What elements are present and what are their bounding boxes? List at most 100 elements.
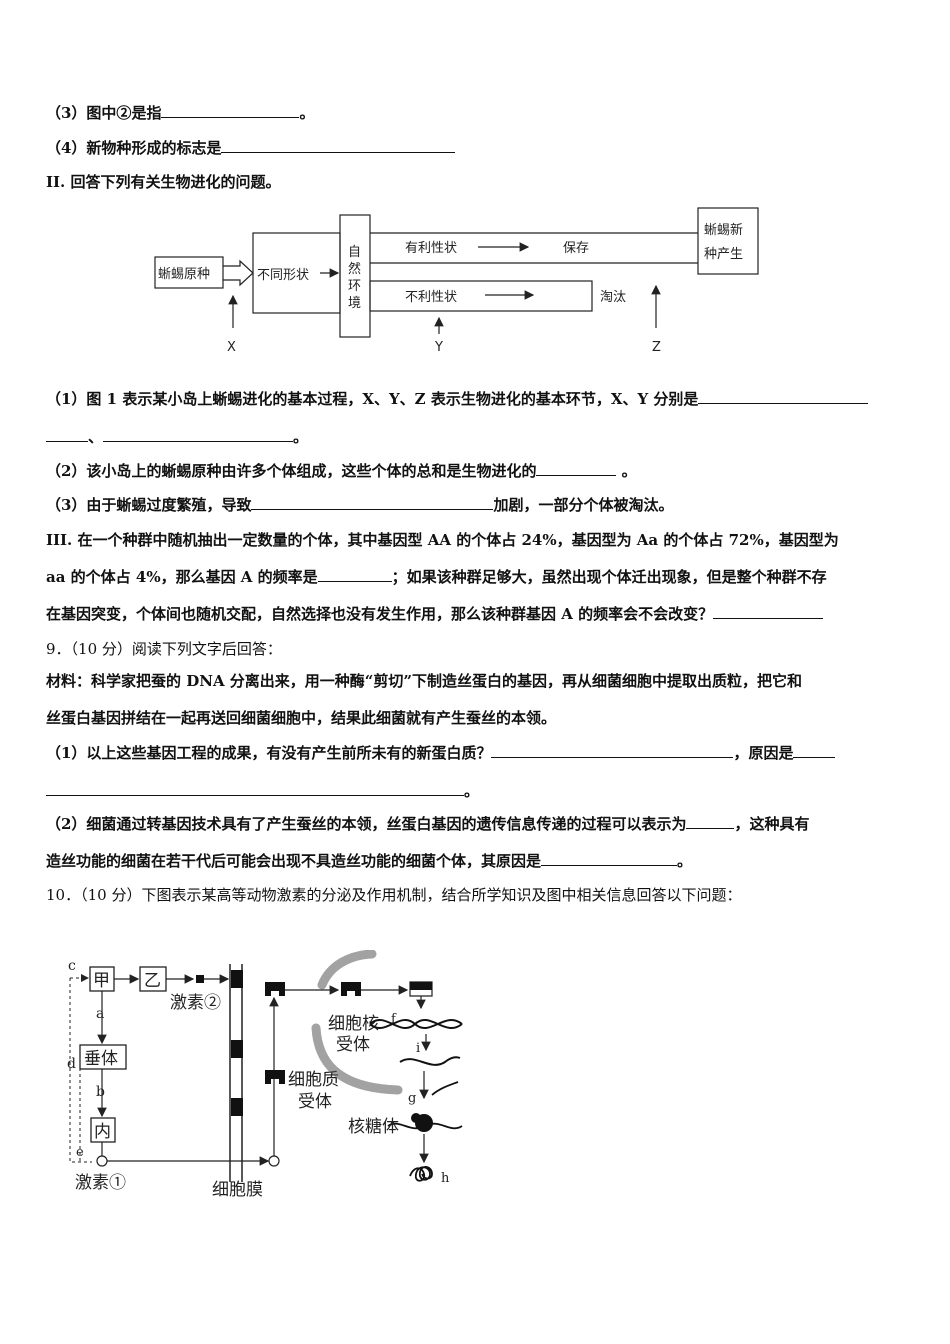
answer-blank[interactable] (161, 103, 300, 118)
cyto-receptor (265, 982, 285, 996)
hormone2-label: 激素② (170, 993, 221, 1013)
lower-box (369, 280, 593, 312)
q9-3-text: 造丝功能的细菌在若干代后可能会出现不具造丝功能的细菌个体，其原因是 (46, 852, 542, 870)
q3-end: 。 (299, 104, 315, 122)
cyto-receptor-2 (265, 1070, 285, 1084)
q3b-text-end: 加剧，一部分个体被淘汰。 (493, 496, 674, 514)
answer-blank[interactable] (46, 781, 464, 796)
ancestor-box (154, 256, 224, 289)
mrna-strand (399, 1056, 461, 1066)
section-iii-line-2: aa 的个体占 4%，那么基因 A 的频率是 ；如果该种群足够大，虽然出现个体迁出… (46, 567, 827, 587)
a-label: a (96, 1006, 104, 1022)
cyto-receptor-label: 受体 (298, 1092, 332, 1112)
nuc-receptor-label: 细胞核 (328, 1014, 379, 1034)
q2-text: （2）该小岛上的蜥蜴原种由许多个体组成，这些个体的总和是生物进化的 (46, 462, 537, 480)
section-iii-line-3: 在基因突变，个体间也随机交配，自然选择也没有发生作用，那么该种群基因 A 的频率… (46, 604, 824, 624)
q1-text: （1）图 1 表示某小岛上蜥蜴进化的基本过程，X、Y、Z 表示生物进化的基本环节… (46, 390, 699, 408)
q10-heading: 10．（10 分）下图表示某高等动物激素的分泌及作用机制，结合所学知识及图中相关… (46, 885, 741, 905)
q4-text: （4）新物种形成的标志是 (46, 139, 222, 157)
hormone1-target (268, 1155, 280, 1167)
hormone-diagram: c 甲 乙 激素② a 垂体 d b 内 e 激素① 细胞膜 细胞质 受体 细胞… (67, 950, 463, 1200)
elim-label: 淘汰 (600, 290, 626, 305)
q3-text: （3）图中②是指 (46, 104, 162, 122)
q9-1-reason: ，原因是 (733, 744, 794, 762)
y-label: Y (434, 340, 443, 355)
membrane-receptor (231, 1040, 243, 1058)
q9-heading: 9．（10 分）阅读下列文字后回答： (46, 639, 282, 659)
q2-line: （2）该小岛上的蜥蜴原种由许多个体组成，这些个体的总和是生物进化的 。 (46, 461, 637, 481)
section-iii-text: III. 在一个种群中随机抽出一定数量的个体，其中基因型 AA 的个体占 24%… (46, 531, 839, 549)
answer-blank[interactable] (793, 743, 836, 758)
material-text: 丝蛋白基因拼结在一起再送回细菌细胞中，结果此细菌就有产生蚕丝的本领。 (46, 709, 557, 727)
ribosome-label: 核糖体 (348, 1117, 399, 1137)
nuclear-envelope (317, 950, 377, 990)
membrane-receptor (231, 1098, 243, 1116)
answer-blank[interactable] (713, 604, 824, 619)
q9-2-text: （2）细菌通过转基因技术具有了产生蚕丝的本领，丝蛋白基因的遗传信息传递的过程可以… (46, 815, 687, 833)
nei-label: 内 (94, 1122, 111, 1142)
mrna-fragment (431, 1081, 459, 1096)
env-char: 境 (348, 296, 361, 311)
q1-line-2: 、。 (46, 427, 308, 447)
chuiti-label: 垂体 (84, 1049, 118, 1069)
membrane-label: 细胞膜 (212, 1180, 263, 1200)
hormone1-molecule (96, 1155, 108, 1167)
d-label: d (67, 1056, 76, 1072)
keep-label: 保存 (563, 241, 589, 256)
feedback-c (69, 978, 92, 1163)
section-iii-text: ；如果该种群足够大，虽然出现个体迁出现象，但是整个种群不存 (391, 568, 827, 586)
q9-3-line: 造丝功能的细菌在若干代后可能会出现不具造丝功能的细菌个体，其原因是 。 (46, 851, 692, 871)
answer-blank[interactable] (317, 567, 392, 582)
env-char: 自 (348, 245, 361, 260)
q9-heading-text: 9．（10 分）阅读下列文字后回答： (46, 640, 282, 658)
q9-1-text: （1）以上这些基因工程的成果，有没有产生前所未有的新蛋白质？ (46, 744, 492, 762)
z-label: Z (652, 340, 661, 355)
answer-blank[interactable] (221, 138, 456, 153)
nuclear-envelope (311, 1023, 403, 1095)
answer-blank[interactable] (491, 743, 734, 758)
jia-label: 甲 (93, 971, 110, 991)
good-traits-label: 有利性状 (405, 241, 457, 256)
nuc-receptor-top (410, 982, 432, 990)
answer-blank[interactable] (103, 427, 294, 442)
q9-1-line-2: 。 (46, 781, 479, 801)
nuc-receptor-label: 受体 (336, 1035, 370, 1055)
f-label: f (391, 1012, 397, 1027)
material-text: 材料：科学家把蚕的 DNA 分离出来，用一种酶“剪切”下制造丝蛋白的基因，再从细… (46, 672, 803, 690)
section-iii-text: aa 的个体占 4%，那么基因 A 的频率是 (46, 568, 318, 586)
q4-line: （4）新物种形成的标志是 (46, 138, 456, 158)
section-iii-text: 在基因突变，个体间也随机交配，自然选择也没有发生作用，那么该种群基因 A 的频率… (46, 605, 714, 623)
cyto-receptor-label: 细胞质 (288, 1070, 339, 1090)
b-label: b (96, 1084, 105, 1100)
g-label: g (408, 1091, 416, 1106)
nuc-receptor (341, 982, 361, 996)
evolution-diagram: 蜥蜴原种 不同形状 自 然 环 境 有利性状 保存 不利性状 淘汰 蜥蜴新 种产… (154, 207, 759, 355)
section-ii-text: II. 回答下列有关生物进化的问题。 (46, 173, 281, 191)
q1-line: （1）图 1 表示某小岛上蜥蜴进化的基本过程，X、Y、Z 表示生物进化的基本环节… (46, 389, 869, 409)
traits-label: 不同形状 (257, 268, 309, 283)
answer-blank[interactable] (686, 814, 735, 829)
h-label: h (441, 1171, 450, 1186)
answer-blank[interactable] (698, 389, 869, 404)
answer-blank[interactable] (541, 851, 678, 866)
q9-3-end: 。 (677, 852, 693, 870)
ribosome-small (411, 1113, 421, 1123)
q9-2-text-end: ，这种具有 (734, 815, 810, 833)
env-char: 环 (348, 279, 361, 294)
ancestor-label: 蜥蜴原种 (158, 267, 210, 282)
section-ii-heading: II. 回答下列有关生物进化的问题。 (46, 172, 280, 192)
chuiti-box (79, 1044, 127, 1070)
section-iii-line: III. 在一个种群中随机抽出一定数量的个体，其中基因型 AA 的个体占 24%… (46, 530, 839, 550)
q1-end: 。 (293, 428, 309, 446)
material-line-2: 丝蛋白基因拼结在一起再送回细菌细胞中，结果此细菌就有产生蚕丝的本领。 (46, 708, 556, 728)
env-box (339, 214, 371, 338)
q3b-text: （3）由于蜥蜴过度繁殖，导致 (46, 496, 252, 514)
answer-blank[interactable] (251, 495, 494, 510)
nei-box (90, 1117, 116, 1143)
new-species-box (697, 207, 759, 275)
hormone1-label: 激素① (75, 1173, 126, 1193)
q3-line: （3）图中②是指 。 (46, 103, 314, 123)
protein-coil (409, 1166, 433, 1182)
answer-blank[interactable] (536, 461, 617, 476)
answer-blank[interactable] (46, 427, 88, 442)
